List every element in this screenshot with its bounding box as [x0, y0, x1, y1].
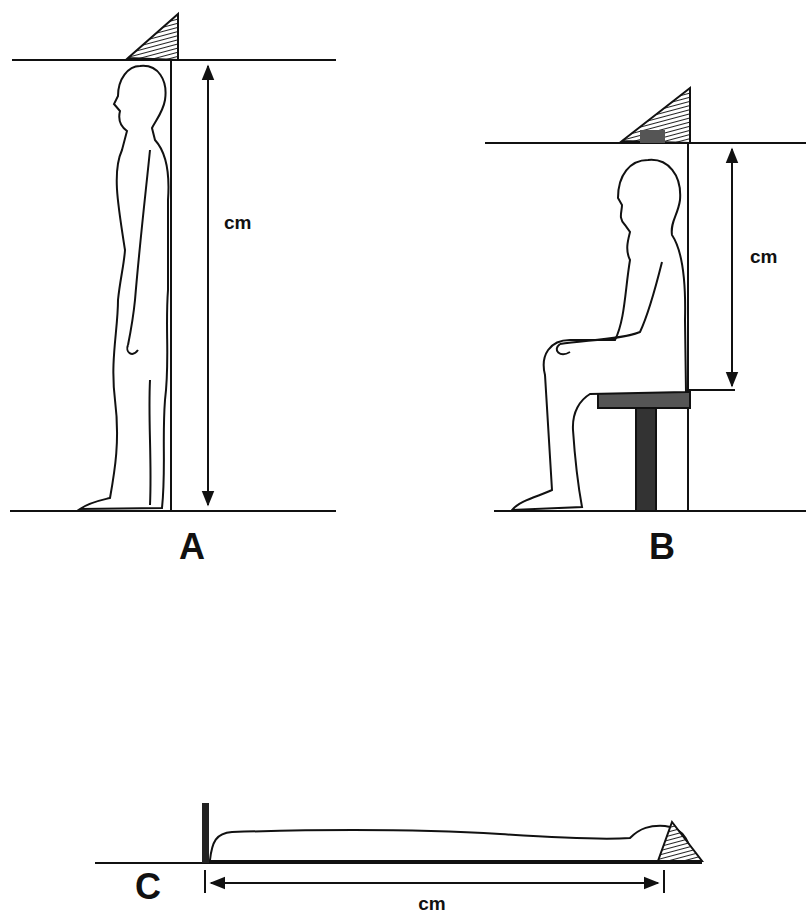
- figure-letter: C: [133, 868, 163, 906]
- seated-figure-b: [485, 88, 806, 511]
- figure-letter: B: [647, 528, 677, 566]
- dimension-unit: cm: [748, 246, 779, 267]
- figure-letter: A: [177, 528, 207, 566]
- dimension-unit: cm: [416, 893, 447, 914]
- standing-figure-a: [10, 14, 336, 511]
- dimension-unit: cm: [222, 212, 253, 233]
- lying-figure-c: [95, 803, 702, 893]
